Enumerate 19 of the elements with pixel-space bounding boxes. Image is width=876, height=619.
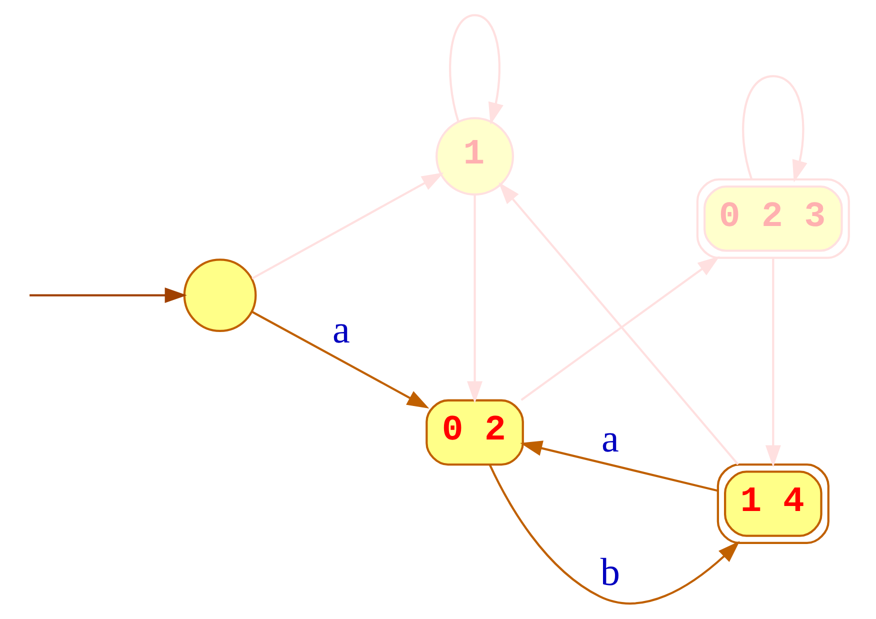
arrow bbox=[488, 464, 740, 605]
edge-label: a bbox=[600, 417, 618, 460]
arrow bbox=[448, 14, 503, 125]
node-circle: 1 bbox=[435, 117, 514, 196]
arrow bbox=[742, 75, 807, 182]
arrow bbox=[498, 182, 738, 466]
edge-label: a bbox=[332, 308, 350, 352]
node-box: 0 2 3 bbox=[696, 178, 850, 259]
arrow bbox=[251, 172, 444, 280]
node-box: 0 2 bbox=[425, 399, 524, 466]
arrow bbox=[29, 288, 186, 304]
node-circle bbox=[182, 258, 256, 332]
arrow bbox=[251, 310, 429, 409]
arrow bbox=[520, 256, 720, 401]
arrow bbox=[520, 440, 718, 492]
edge-label: b bbox=[600, 550, 620, 594]
arrow bbox=[466, 194, 482, 404]
node-box: 1 4 bbox=[716, 463, 829, 544]
arrow bbox=[764, 258, 780, 468]
